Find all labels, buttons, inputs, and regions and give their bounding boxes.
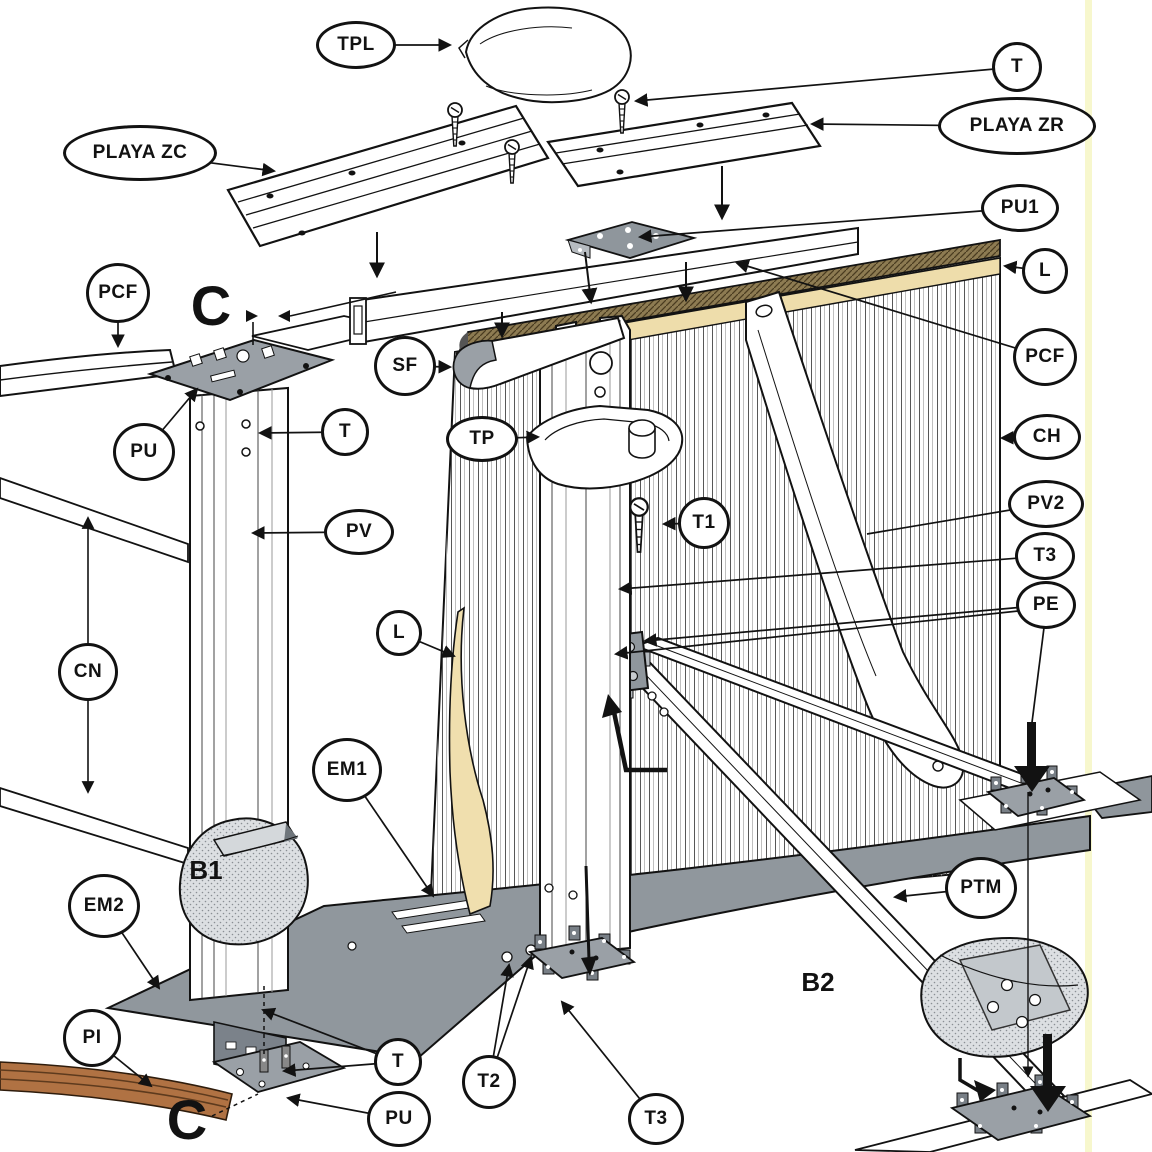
- callout-t1: T1: [678, 497, 730, 549]
- callout-playa-zr: PLAYA ZR: [938, 97, 1096, 155]
- callout-tpl: TPL: [316, 21, 396, 69]
- callout-b2: B2: [801, 967, 835, 997]
- callout-em2: EM2: [68, 874, 140, 938]
- callout-c-bottom: C: [166, 1088, 208, 1151]
- callout-t3-bottom: T3: [628, 1093, 684, 1145]
- callout-l-top: L: [1022, 248, 1068, 294]
- liner-strip: [448, 606, 494, 916]
- callout-pv2: PV2: [1008, 480, 1084, 528]
- foam-seat-profile: [452, 316, 626, 390]
- callout-ptm: PTM: [945, 857, 1017, 919]
- top-rail: [349, 226, 859, 345]
- callout-em1: EM1: [312, 738, 382, 802]
- top-ledge-right: [546, 101, 822, 188]
- callout-ch: CH: [1013, 414, 1081, 460]
- callout-pv: PV: [324, 509, 394, 555]
- top-ledge-left: [226, 104, 550, 248]
- bottom-track: [0, 1061, 233, 1121]
- b2-protector: [920, 936, 1089, 1058]
- alignment-dashes: [211, 986, 265, 1117]
- base-plate-right: [958, 765, 1152, 831]
- callout-tp: TP: [446, 416, 518, 462]
- callout-c-top: C: [190, 274, 232, 337]
- callout-pcf-left: PCF: [86, 263, 150, 323]
- callout-pcf-right: PCF: [1013, 328, 1077, 386]
- tp-seat-bracket: [525, 404, 684, 490]
- callout-t2: T2: [462, 1055, 516, 1109]
- callout-cn: CN: [58, 643, 118, 701]
- trim-slot: [401, 913, 486, 934]
- callout-pu-top: PU: [113, 423, 175, 481]
- b1-protector: [178, 817, 309, 946]
- callout-l-mid: L: [376, 610, 422, 656]
- callout-playa-zc: PLAYA ZC: [63, 125, 217, 181]
- callout-t-top: T: [992, 42, 1042, 92]
- scan-stripe: [1085, 0, 1092, 1152]
- direction-arrows: [369, 166, 730, 339]
- top-cap: [458, 6, 632, 104]
- callout-pi: PI: [63, 1009, 121, 1067]
- assembly-arrows: [581, 694, 1066, 1112]
- bottom-union-plate: [211, 1021, 347, 1093]
- callout-t3-right: T3: [1015, 532, 1075, 580]
- callout-pe: PE: [1016, 581, 1076, 629]
- callout-sf: SF: [374, 336, 436, 396]
- callout-t-bottom: T: [374, 1038, 422, 1086]
- callout-t-upper: T: [321, 408, 369, 456]
- callout-b1: B1: [189, 855, 223, 885]
- callout-pu1: PU1: [981, 184, 1059, 232]
- connection-c-top: [246, 291, 397, 345]
- callout-pu-bottom: PU: [367, 1091, 431, 1147]
